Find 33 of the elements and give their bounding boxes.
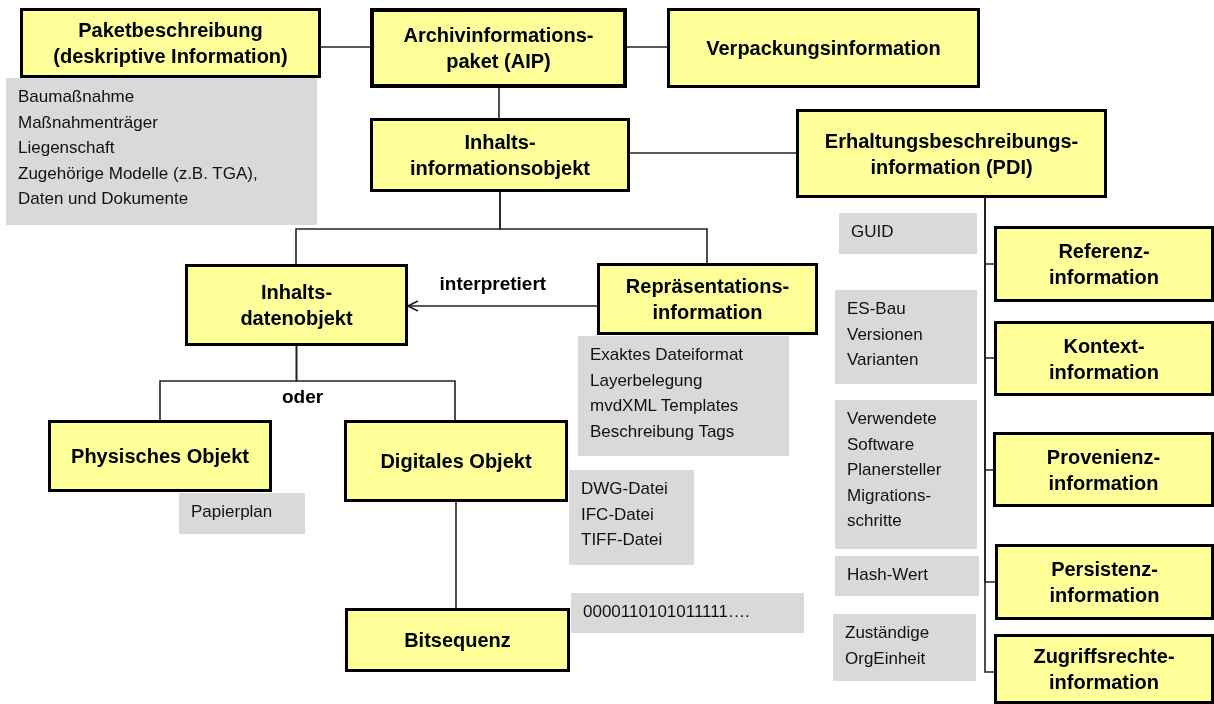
concept-box: Paketbeschreibung (deskriptive Information): [20, 8, 321, 78]
connector-line: [455, 501, 457, 609]
detail-box: Verwendete Software Planersteller Migrations- schritte: [835, 400, 977, 549]
connector-line: [498, 87, 500, 119]
concept-box: Verpackungsinformation: [667, 8, 980, 88]
detail-box: Hash-Wert: [835, 556, 979, 596]
concept-box: Referenz- information: [994, 226, 1214, 302]
detail-box: ES-Bau Versionen Varianten: [835, 290, 977, 384]
detail-box: Exaktes Dateiformat Layerbelegung mvdXML Templates Beschreibung Tags: [578, 336, 789, 456]
concept-box: Kontext- information: [994, 321, 1214, 396]
concept-box: Archivinformations- paket (AIP): [370, 8, 627, 88]
concept-box: Inhalts- informationsobjekt: [370, 118, 630, 192]
detail-box: GUID: [839, 213, 977, 254]
concept-box: Bitsequenz: [345, 608, 570, 672]
concept-box: Digitales Objekt: [344, 420, 568, 502]
connector-line: [320, 46, 371, 48]
arrow: [407, 300, 598, 312]
concept-box: Inhalts- datenobjekt: [185, 264, 408, 346]
concept-box: Repräsentations- information: [597, 263, 818, 335]
detail-box: Papierplan: [179, 493, 305, 534]
concept-box: Persistenz- information: [995, 544, 1214, 620]
connector-line: [295, 345, 456, 421]
connector-line: [626, 46, 668, 48]
detail-box: Baumaßnahme Maßnahmenträger Liegenschaft Zugehörige Modelle (z.B. TGA), Daten und Dokumente: [6, 78, 317, 225]
detail-box: 0000110101011111….: [571, 593, 804, 633]
connector-line: [499, 191, 708, 264]
concept-box: Provenienz- information: [993, 432, 1214, 507]
concept-box: Zugriffsrechte- information: [994, 634, 1214, 704]
detail-box: DWG-Datei IFC-Datei TIFF-Datei: [569, 470, 694, 565]
concept-box: Physisches Objekt: [48, 420, 272, 492]
detail-box: Zuständige OrgEinheit: [833, 614, 976, 681]
concept-box: Erhaltungsbeschreibungs- information (PDI): [796, 109, 1107, 198]
connector-line: [629, 152, 797, 154]
